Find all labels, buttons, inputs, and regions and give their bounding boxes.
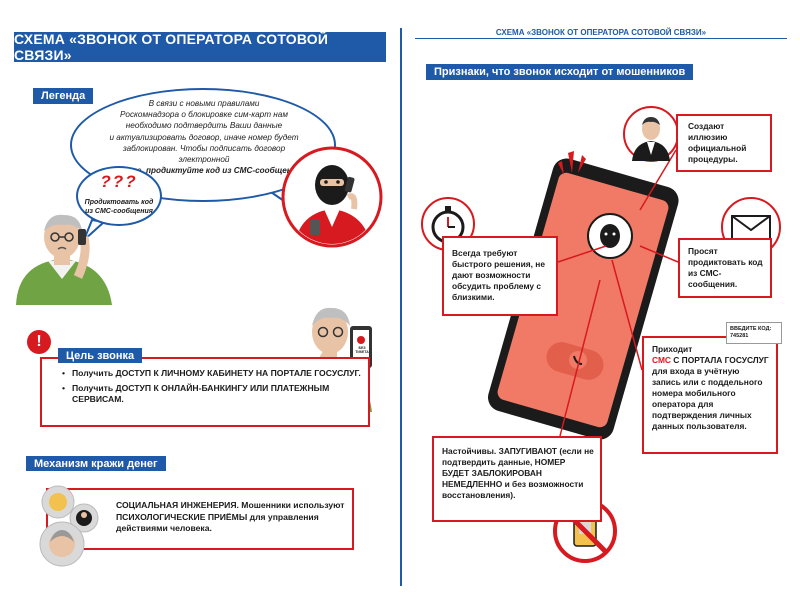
speech-line: и актуализировать договор, иначе номер б…: [109, 132, 299, 142]
sms-pre: Приходит: [652, 344, 693, 354]
sign-persistent-threats: Настойчивы. ЗАПУГИВАЮТ (если не подтверд…: [432, 436, 602, 522]
goal-list: Получить ДОСТУП К ЛИЧНОМУ КАБИНЕТУ НА ПО…: [62, 368, 362, 409]
sign-quick-decision: Всегда требуют быстрого решения, не дают…: [442, 236, 558, 316]
page-title: СХЕМА «ЗВОНОК ОТ ОПЕРАТОРА СОТОВОЙ СВЯЗИ…: [14, 31, 386, 63]
column-divider: [400, 28, 402, 586]
sign-sms-gosuslugi: Приходит СМС С ПОРТАЛА ГОСУСЛУГ для вход…: [642, 336, 778, 454]
victim-thought-text: Продиктовать код из СМС-сообщения: [84, 199, 154, 215]
mechanism-text: СОЦИАЛЬНАЯ ИНЖЕНЕРИЯ. Мошенники использу…: [116, 500, 345, 533]
scammer-caller-illustration: [281, 146, 383, 248]
right-page-caption: СХЕМА «ЗВОНОК ОТ ОПЕРАТОРА СОТОВОЙ СВЯЗИ…: [495, 28, 707, 37]
sms-code-note: ВВЕДИТЕ КОД: 745281: [726, 322, 782, 344]
smartphone-illustration: [488, 158, 679, 440]
official-person-icon: [623, 106, 679, 162]
goal-item: Получить ДОСТУП К ЛИЧНОМУ КАБИНЕТУ НА ПО…: [62, 368, 362, 379]
speech-line: Роскомнадзора о блокировке сим-карт нам: [120, 110, 288, 120]
question-marks: ???: [100, 172, 138, 191]
alert-strokes-icon: [558, 151, 586, 175]
right-top-rule: [415, 38, 787, 39]
warning-icon: !: [27, 330, 51, 354]
goal-tag: Цель звонка: [58, 348, 143, 363]
gears-icon: [39, 485, 99, 567]
sign-official-procedure: Создают иллюзию официальной процедуры.: [676, 114, 772, 172]
speech-line: необходимо подтвердить Ваши данные: [125, 121, 283, 131]
elderly-man-phone-illustration: [16, 214, 112, 305]
goal-item: Получить ДОСТУП К ОНЛАЙН-БАНКИНГУ ИЛИ ПЛ…: [62, 383, 362, 405]
signs-tag: Признаки, что звонок исходит от мошенник…: [426, 64, 694, 80]
sms-red: СМС: [652, 355, 671, 365]
phone-screen-text: БЕЗ ТИКЕТА: [355, 346, 369, 354]
speech-emphasis: продиктуйте код из СМС-сообщения.: [145, 166, 304, 176]
speech-line: заблокирован. Чтобы подписать договор эл…: [122, 143, 286, 165]
sign-ask-code: Просят продиктовать код из СМС-сообщения…: [678, 238, 772, 298]
victim-thought-bubble: [76, 166, 162, 226]
mechanism-tag: Механизм кражи денег: [26, 456, 166, 471]
sms-post: С ПОРТАЛА ГОСУСЛУГ для входа в учётную з…: [652, 355, 769, 431]
speech-line: В связи с новыми правилами: [148, 99, 260, 108]
legend-tag: Легенда: [33, 88, 94, 104]
